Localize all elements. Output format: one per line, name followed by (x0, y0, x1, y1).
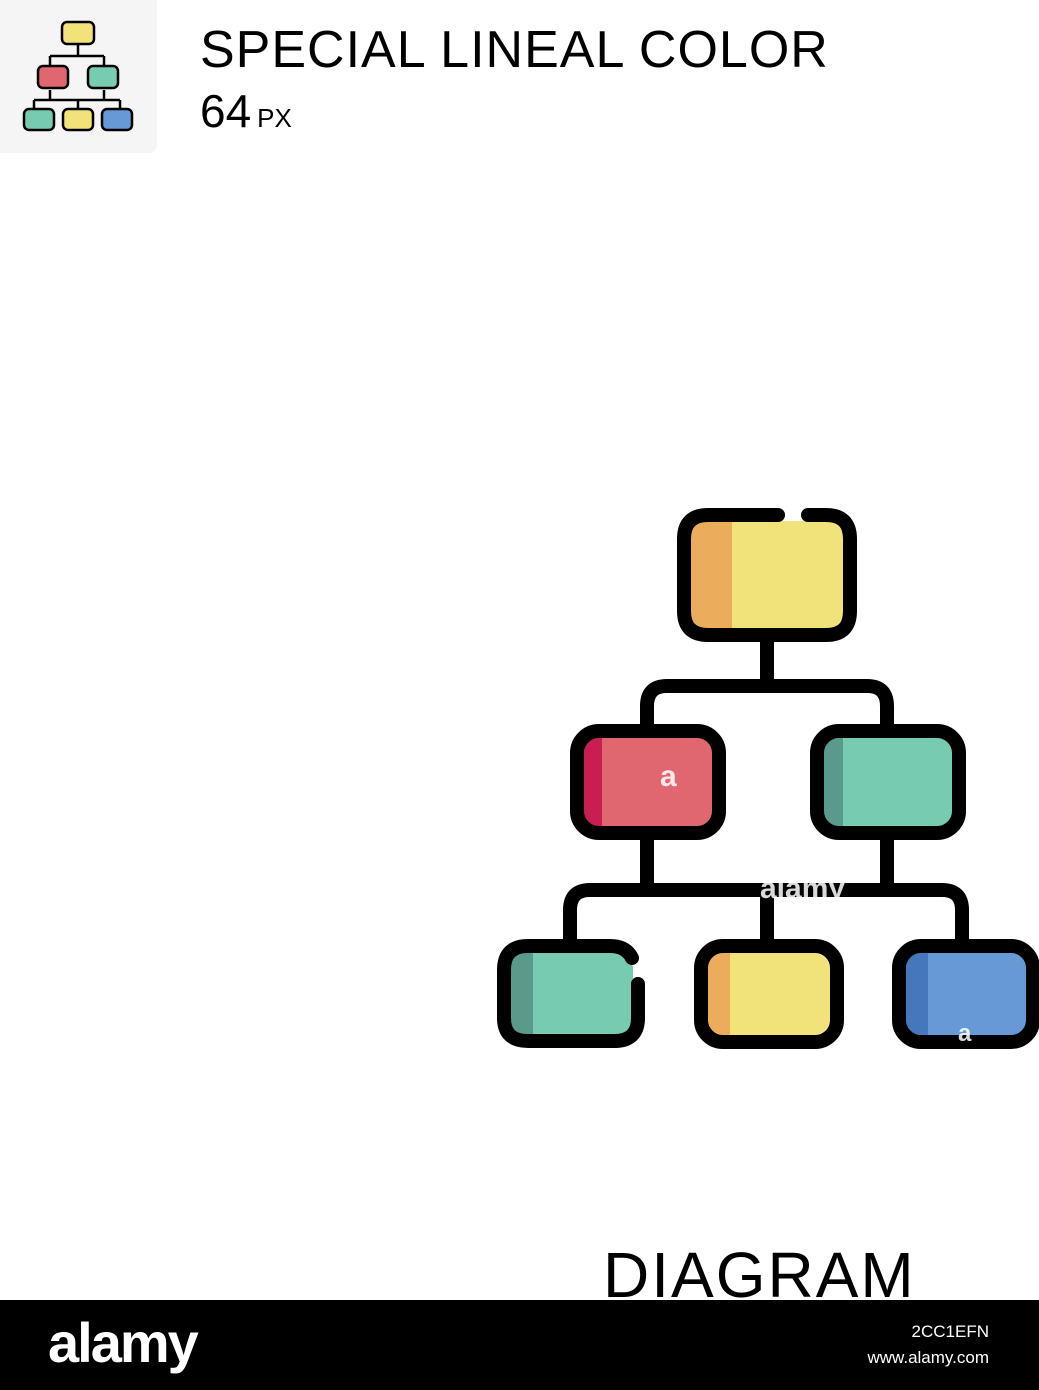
diagram-icon-small (22, 20, 134, 132)
size-unit: PX (257, 103, 292, 133)
icon-caption: DIAGRAM (603, 1239, 916, 1300)
root-node (677, 508, 857, 642)
diagram-icon (497, 508, 1039, 1049)
footer-bar: alamy 2CC1EFN www.alamy.com (0, 1300, 1039, 1390)
child-node-right (810, 724, 966, 840)
leaf-node-right (892, 939, 1039, 1049)
watermark-glyph: a (660, 760, 677, 793)
image-id: 2CC1EFN (911, 1322, 989, 1341)
leaf-node-center (694, 939, 844, 1049)
size-value: 64 (200, 85, 252, 137)
leaf-node-left (497, 939, 645, 1048)
child-node-left (570, 724, 726, 840)
brand-logo: alamy (48, 1311, 199, 1374)
watermark-text: alamy (760, 872, 846, 905)
thumbnail-preview (0, 0, 157, 153)
site-url: www.alamy.com (867, 1348, 989, 1367)
watermark-glyph-2: a (958, 1020, 972, 1047)
style-title: SPECIAL LINEAL COLOR (200, 21, 829, 79)
